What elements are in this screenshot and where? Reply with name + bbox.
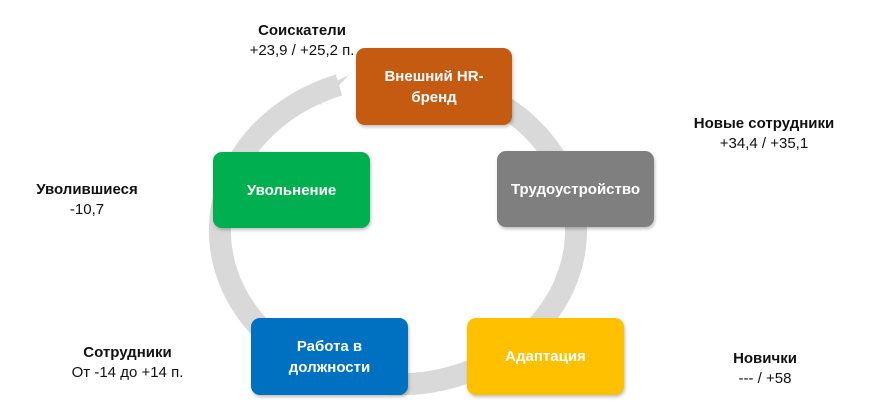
annotation-leavers-value: -10,7 [69,201,105,218]
annotation-leavers: Уволившиеся -10,7 [27,180,147,220]
annotation-newcomers: Новички --- / +58 [705,349,825,389]
annotation-new-staff-value: +34,4 / +35,1 [719,135,809,152]
annotation-employees: Сотрудники От -14 до +14 п. [45,343,210,383]
annotation-leavers-title: Уволившиеся [36,181,138,198]
annotation-employees-title: Сотрудники [83,344,172,361]
annotation-new-staff: Новые сотрудники +34,4 / +35,1 [664,114,864,154]
annotation-newcomers-title: Новички [733,350,797,367]
stage-dismissal-label: Увольнение [246,181,337,199]
annotation-candidates-value: +23,9 / +25,2 п. [249,42,355,59]
annotation-candidates-title: Соискатели [258,22,346,39]
stage-hr-brand-label: Внешний HR-бренд [384,67,484,106]
stage-adaptation-label: Адаптация [505,348,586,365]
stage-hr-brand: Внешний HR-бренд [356,48,512,125]
annotation-newcomers-value: --- / +58 [738,370,792,387]
stage-position-work-label: Работа в должности [288,337,371,376]
annotation-candidates: Соискатели +23,9 / +25,2 п. [222,21,382,61]
annotation-new-staff-title: Новые сотрудники [693,115,835,132]
stage-dismissal: Увольнение [213,152,370,228]
stage-position-work: Работа в должности [251,318,408,395]
annotation-employees-value: От -14 до +14 п. [71,364,184,381]
stage-employment-label: Трудоустройство [510,180,641,198]
stage-adaptation: Адаптация [467,318,624,395]
stage-employment: Трудоустройство [497,151,654,227]
